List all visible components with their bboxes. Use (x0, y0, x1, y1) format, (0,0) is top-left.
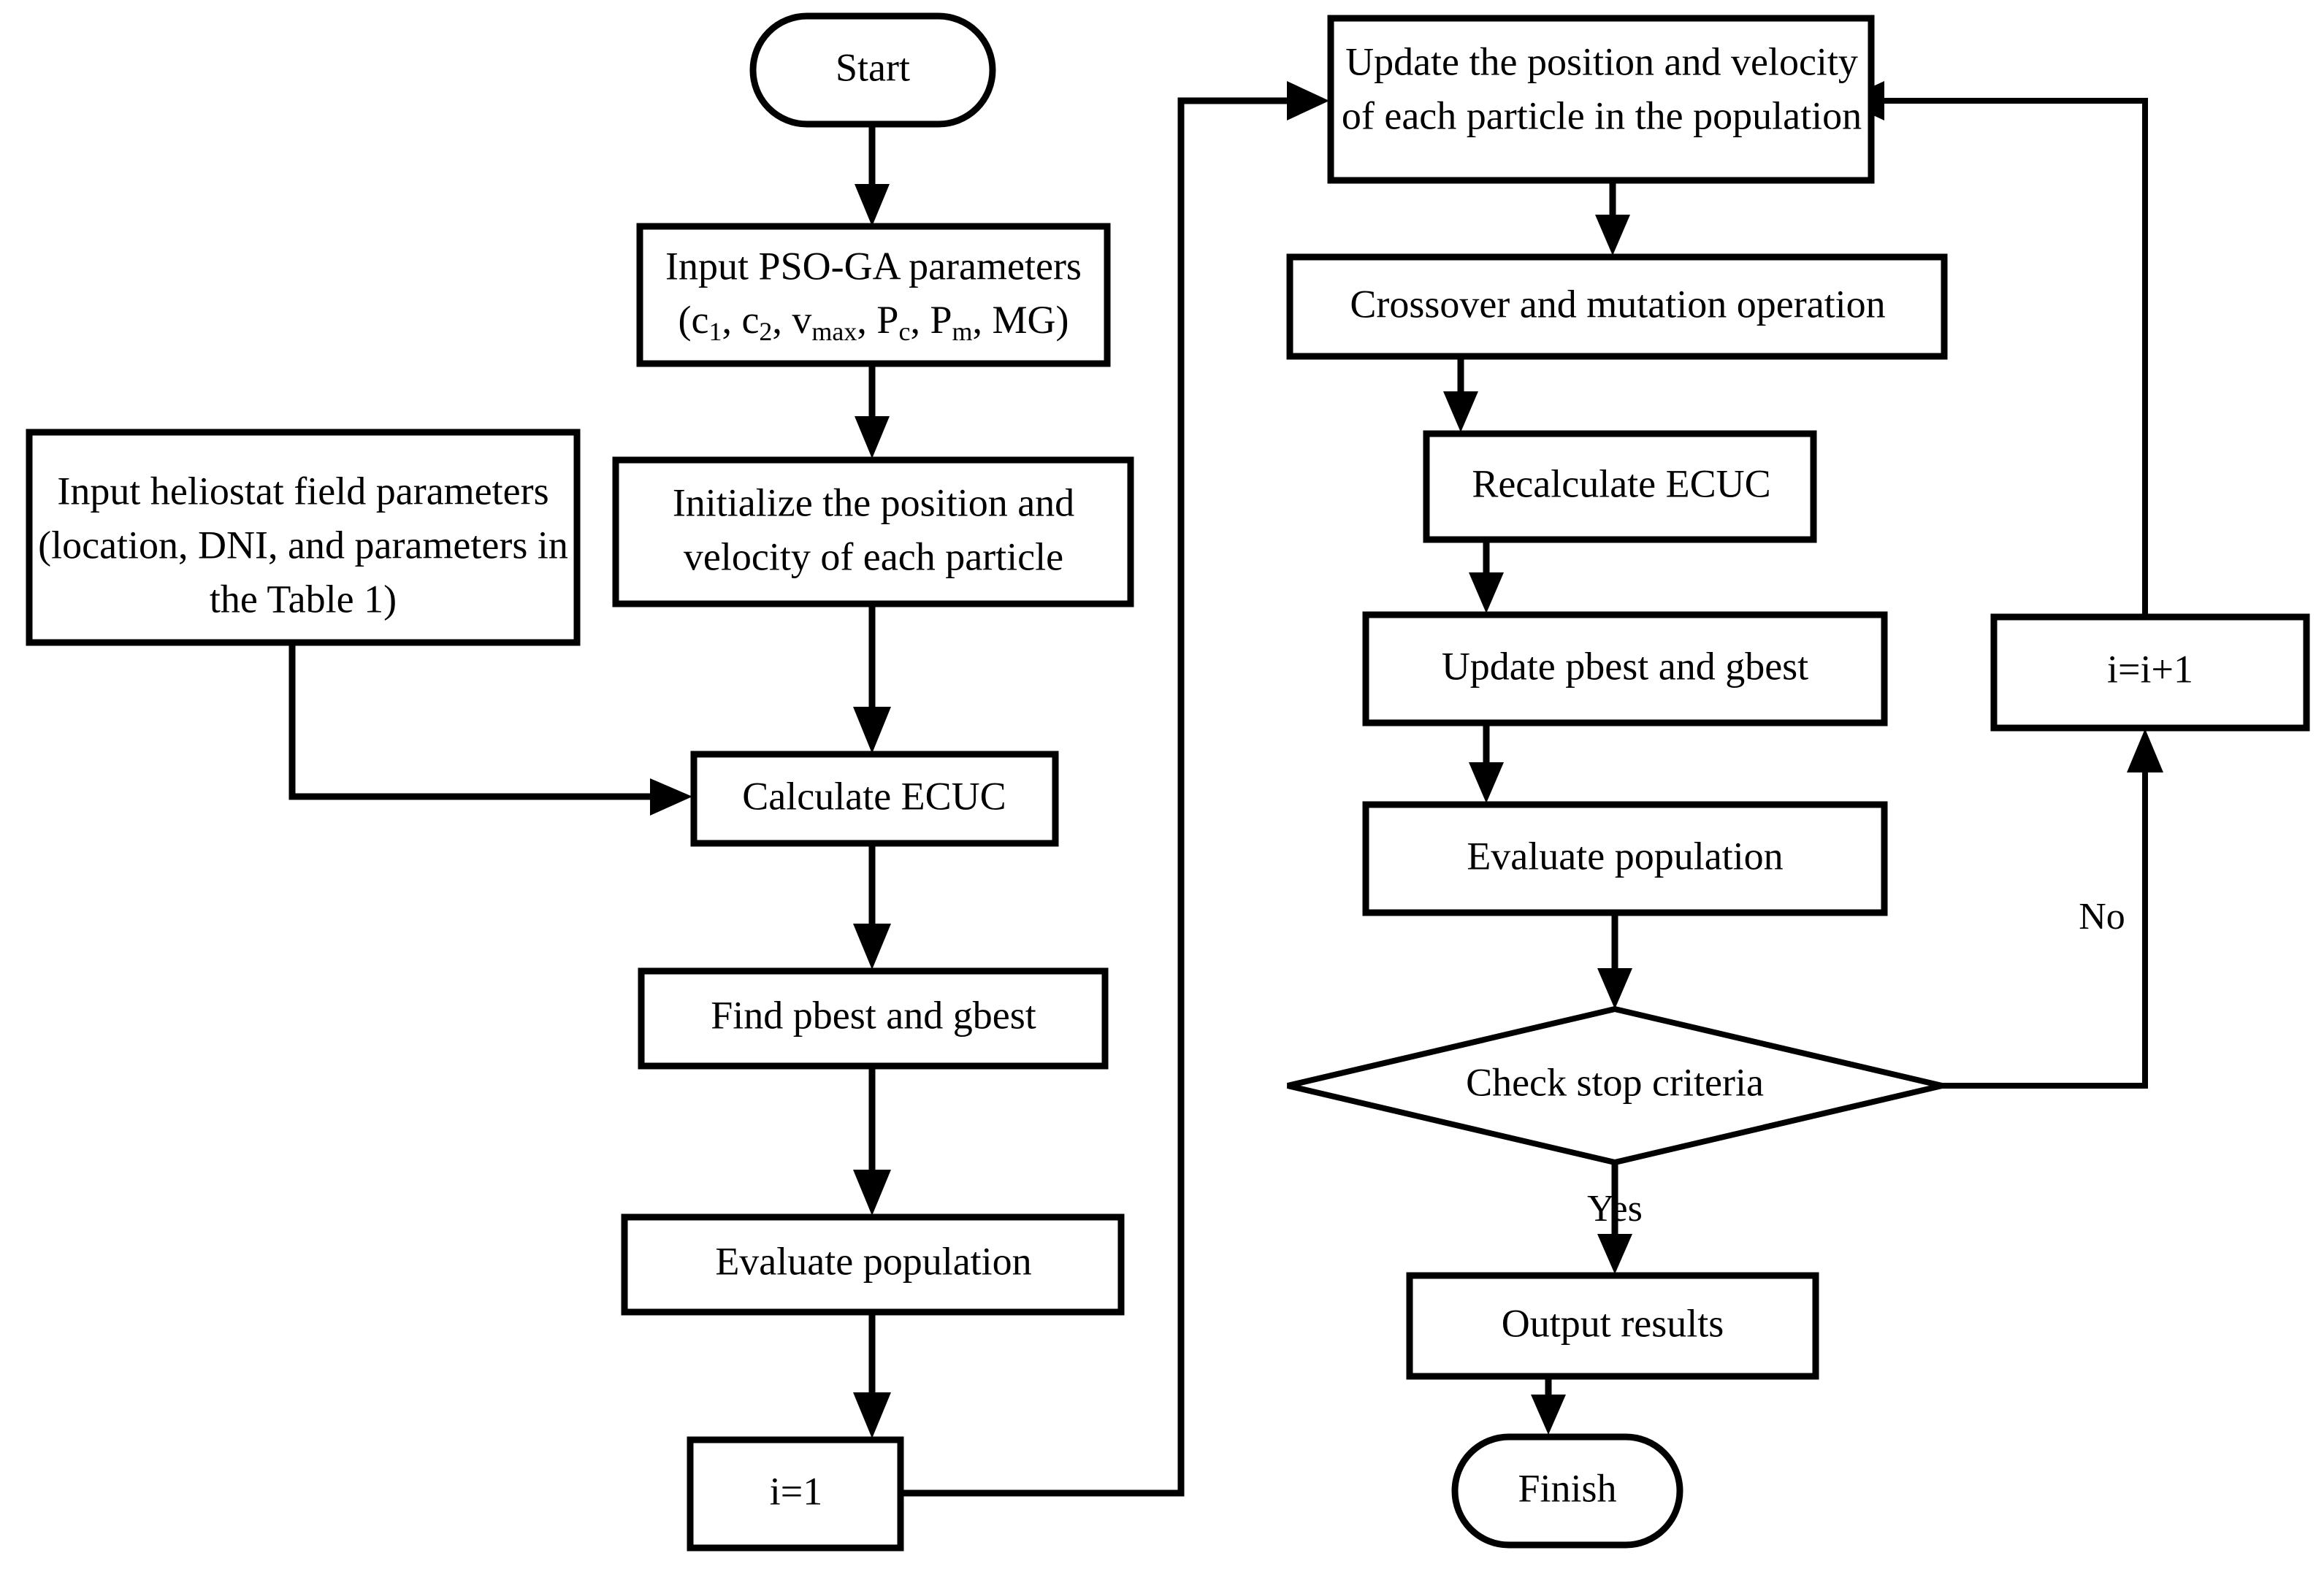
node-update-position[interactable]: Update the position and velocity of each… (1327, 15, 1875, 184)
increment-label: i=i+1 (2107, 647, 2193, 691)
edge-output-results-to-finish (1531, 1376, 1566, 1435)
i-equals-1-label: i=1 (770, 1469, 822, 1513)
input-params-line2: (c1, c2, vmax, Pc, Pm, MG) (679, 298, 1069, 346)
input-params-line1: Input PSO-GA parameters (665, 244, 1082, 288)
i-equals-1-shape (687, 1436, 904, 1552)
output-results-shape (1406, 1272, 1819, 1380)
update-position-shape (1327, 15, 1875, 184)
crossover-shape (1286, 253, 1948, 360)
edge-start-to-input-params (855, 124, 890, 226)
input-heliostat-line1: Input heliostat field parameters (57, 469, 548, 513)
evaluate-left-label: Evaluate population (715, 1239, 1031, 1283)
edge-initialize-to-calculate-ecuc (853, 604, 891, 753)
evaluate-right-shape (1362, 801, 1888, 916)
edge-check-stop-yes-to-output-results (1597, 1162, 1632, 1274)
node-increment[interactable]: i=i+1 (1990, 613, 2310, 732)
check-stop-shape (1287, 1005, 1943, 1166)
edge-label-yes: Yes (1587, 1188, 1643, 1230)
update-position-line2: of each particle in the population (1342, 93, 1862, 137)
crossover-label: Crossover and mutation operation (1350, 282, 1885, 326)
node-find-best[interactable]: Find pbest and gbest (638, 967, 1109, 1070)
node-output-results[interactable]: Output results (1406, 1272, 1819, 1380)
initialize-line2: velocity of each particle (684, 534, 1063, 578)
node-input-heliostat[interactable]: Input heliostat field parameters (locati… (26, 429, 581, 646)
edge-input-heliostat-to-calculate-ecuc (288, 643, 692, 816)
input-heliostat-line2: (location, DNI, and parameters in (38, 523, 568, 567)
input-heliostat-line3: the Table 1) (210, 577, 397, 621)
initialize-line1: Initialize the position and (673, 480, 1074, 524)
start-label: Start (836, 45, 910, 89)
finish-label: Finish (1518, 1466, 1616, 1510)
recalculate-ecuc-label: Recalculate ECUC (1472, 461, 1770, 505)
edge-evaluate-left-to-i-equals-1 (853, 1312, 891, 1438)
node-check-stop[interactable]: Check stop criteria (1287, 1005, 1943, 1166)
node-initialize[interactable]: Initialize the position and velocity of … (612, 456, 1134, 607)
node-evaluate-right[interactable]: Evaluate population (1362, 801, 1888, 916)
initialize-shape (612, 456, 1134, 607)
update-position-line1: Update the position and velocity (1345, 39, 1858, 83)
node-start[interactable]: Start (749, 12, 996, 128)
edge-update-best-to-evaluate-right (1469, 723, 1504, 803)
check-stop-label: Check stop criteria (1466, 1060, 1764, 1104)
calculate-ecuc-shape (690, 751, 1059, 847)
edge-recalculate-ecuc-to-update-best (1469, 540, 1504, 613)
node-input-params[interactable]: Input PSO-GA parameters (c1, c2, vmax, P… (636, 223, 1111, 367)
edge-check-stop-no-to-increment (1942, 729, 2163, 1089)
edge-i-equals-1-to-update-position (898, 81, 1329, 1497)
node-update-best[interactable]: Update pbest and gbest (1362, 611, 1888, 726)
find-best-shape (638, 967, 1109, 1070)
calculate-ecuc-label: Calculate ECUC (742, 774, 1006, 818)
node-evaluate-left[interactable]: Evaluate population (621, 1213, 1125, 1316)
evaluate-right-label: Evaluate population (1467, 834, 1783, 878)
node-finish[interactable]: Finish (1451, 1433, 1683, 1549)
edge-evaluate-right-to-check-stop (1597, 913, 1632, 1009)
edge-input-params-to-initialize (855, 364, 890, 459)
output-results-label: Output results (1502, 1301, 1724, 1345)
update-best-label: Update pbest and gbest (1442, 644, 1808, 688)
node-recalculate-ecuc[interactable]: Recalculate ECUC (1423, 430, 1817, 543)
update-best-shape (1362, 611, 1888, 726)
recalculate-ecuc-shape (1423, 430, 1817, 543)
edge-update-position-to-crossover (1595, 180, 1630, 256)
evaluate-left-shape (621, 1213, 1125, 1316)
edge-crossover-to-recalculate-ecuc (1443, 356, 1478, 432)
node-calculate-ecuc[interactable]: Calculate ECUC (690, 751, 1059, 847)
start-terminator-shape (749, 12, 996, 128)
find-best-label: Find pbest and gbest (711, 993, 1036, 1037)
input-heliostat-shape (26, 429, 581, 646)
node-i-equals-1[interactable]: i=1 (687, 1436, 904, 1552)
edge-find-best-to-evaluate-left (853, 1066, 891, 1216)
node-crossover[interactable]: Crossover and mutation operation (1286, 253, 1948, 360)
edge-calculate-ecuc-to-find-best (853, 843, 891, 970)
input-params-shape (636, 223, 1111, 367)
finish-terminator-shape (1451, 1433, 1683, 1549)
increment-shape (1990, 613, 2310, 732)
edge-label-no: No (2079, 896, 2125, 937)
